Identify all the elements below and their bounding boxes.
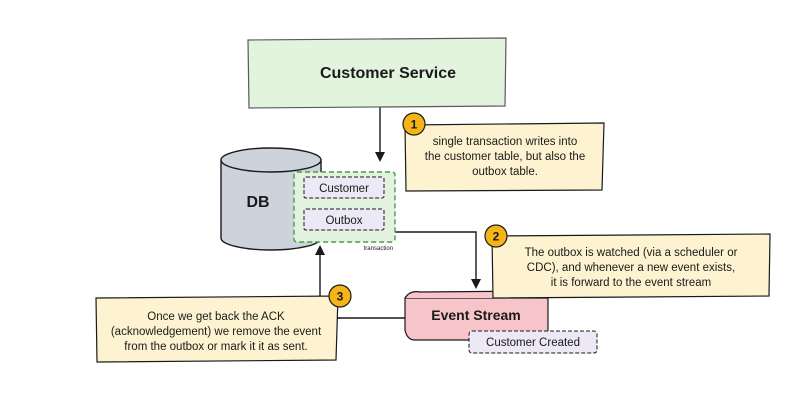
db-top [220, 147, 322, 173]
note-2-line-3: it is forward to the event stream [551, 277, 711, 289]
note-1-line-1: single transaction writes into [433, 136, 577, 148]
note-1-box [404, 122, 605, 192]
transaction-label: transaction [364, 246, 393, 252]
note-2: The outbox is watched (via a scheduler o… [484, 224, 771, 299]
note-3-line-2: (acknowledgement) we remove the event [111, 326, 322, 338]
note-2-line-2: CDC), and whenever a new event exists, [527, 262, 735, 274]
customer-table-label: Customer [319, 183, 369, 195]
note-3-number: 3 [337, 290, 344, 304]
outbox-table-box [303, 208, 385, 231]
event-box [468, 330, 598, 354]
outbox-to-stream-arrow [395, 231, 481, 289]
note-2-box [491, 233, 771, 299]
note-2-number: 2 [493, 230, 500, 244]
note-2-badge [484, 224, 508, 248]
note-1-line-3: outbox table. [472, 166, 538, 178]
note-1-number: 1 [411, 118, 418, 132]
db-label: DB [246, 194, 269, 211]
note-1-line-2: the customer table, but also the [425, 151, 585, 163]
note-3-line-1: Once we get back the ACK [147, 311, 285, 323]
customer-service-box: Customer Service [247, 37, 507, 109]
outbox-table: Outbox [303, 208, 385, 231]
event-stream-label: Event Stream [431, 307, 520, 323]
service-box-shape [247, 37, 507, 109]
outbox-table-label: Outbox [325, 215, 362, 227]
customer-table-box [303, 176, 385, 199]
note-1: single transaction writes into the custo… [402, 112, 605, 192]
note-3-box [95, 295, 339, 363]
note-3-line-3: from the outbox or mark it it as sent. [124, 341, 307, 353]
note-3: Once we get back the ACK (acknowledgemen… [95, 284, 352, 363]
note-3-badge [328, 284, 352, 308]
customer-table: Customer [303, 176, 385, 199]
event-label: Customer Created [486, 337, 580, 349]
note-2-line-1: The outbox is watched (via a scheduler o… [525, 247, 738, 259]
service-label: Customer Service [320, 65, 456, 82]
customer-created-event: Customer Created [468, 330, 598, 354]
note-1-badge [402, 112, 426, 136]
